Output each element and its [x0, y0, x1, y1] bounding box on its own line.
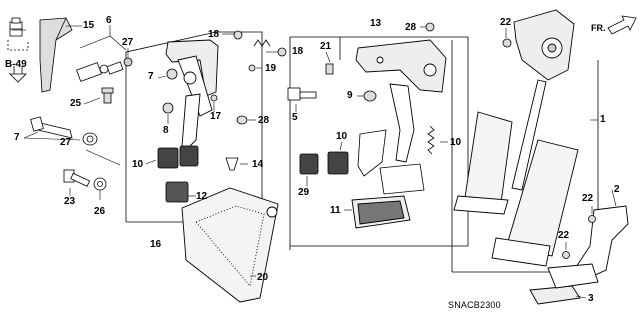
nuts-22-23 [502, 38, 596, 259]
accelerator-arm-1 [453, 79, 547, 215]
pedal-pad-rubber [157, 145, 199, 169]
clip-14 [225, 157, 239, 171]
part-number-24: 23 [64, 196, 76, 207]
bolt-25 [101, 87, 114, 104]
brake-pedal-bracket [165, 39, 219, 117]
bolt-24 [63, 169, 91, 187]
clutch-pedal-arm [389, 83, 415, 163]
leader-lines [12, 25, 617, 299]
part-number-4: 5 [292, 112, 298, 123]
part-number-12: 11 [330, 205, 341, 216]
nut-27-left [82, 132, 98, 146]
part-number-29: 29 [298, 187, 310, 198]
part-number-10-center: 10 [336, 131, 348, 142]
bolt-15-top [9, 17, 23, 37]
accelerator-unit-upper [513, 9, 575, 81]
reference-arrow [7, 40, 29, 83]
clutch-arm-lower [357, 129, 387, 177]
stop-switch-5 [76, 57, 133, 82]
cushion-7 [162, 68, 178, 114]
front-direction-label: FR. [591, 23, 606, 33]
part-number-1: 1 [600, 114, 606, 125]
part-number-10-left: 10 [132, 159, 144, 170]
part-number-23: 22 [500, 17, 512, 28]
part-number-27-lower: 27 [60, 137, 72, 148]
part-number-8: 9 [347, 90, 353, 101]
part-number-16: 16 [150, 239, 162, 250]
part-number-26: 26 [94, 206, 106, 217]
brake-pedal-arm [181, 93, 201, 149]
part-number-13: 13 [370, 18, 382, 29]
hardware-guide-line [85, 149, 121, 166]
spring-9 [427, 125, 435, 155]
part-number-3: 3 [588, 293, 594, 304]
part-number-14: 14 [252, 159, 264, 170]
part-number-2: 2 [614, 184, 620, 195]
part-number-21: 21 [320, 41, 332, 52]
clutch-pedal-assembly-frame [289, 36, 469, 250]
clutch-pedal-bracket [355, 39, 447, 93]
part-number-17: 17 [210, 111, 222, 122]
switch-6 [30, 116, 73, 139]
small-parts-17-18-19 [210, 30, 287, 125]
reference-b49: B-49 [5, 59, 27, 70]
part-number-22-lower: 22 [558, 230, 570, 241]
pedal-pads-10-29 [299, 151, 349, 175]
part-number-7-b: 8 [163, 125, 169, 136]
pad-3 [529, 263, 599, 305]
cushion-8 [363, 90, 377, 102]
part-number-25: 25 [70, 98, 82, 109]
nut-28-top [425, 22, 435, 32]
part-number-22-upper: 22 [582, 193, 594, 204]
part-number-7-a: 7 [148, 71, 154, 82]
part-number-11: 12 [196, 191, 208, 202]
bracket-2 [569, 205, 629, 283]
part-number-9: 10 [450, 137, 462, 148]
pedal-pad-12 [351, 195, 411, 229]
front-direction-arrow [607, 15, 637, 35]
pedal-cover-20 [181, 187, 279, 303]
part-number-5: 6 [106, 15, 112, 26]
accelerator-pedal-2 [491, 139, 579, 267]
part-number-19: 19 [265, 63, 277, 74]
bolt-21 [325, 63, 334, 75]
part-number-20: 20 [257, 272, 269, 283]
clutch-pad-plate [379, 163, 425, 195]
nut-26 [93, 177, 107, 191]
part-number-18-a: 18 [208, 29, 220, 40]
switch-4 [287, 87, 317, 101]
catalog-code: SNACB2300 [448, 300, 501, 310]
part-number-28-top: 28 [405, 22, 417, 33]
part-number-18-b: 18 [292, 46, 304, 57]
part-number-15-top: 15 [83, 20, 95, 31]
part-number-28-left: 28 [258, 115, 270, 126]
part-number-6: 7 [14, 132, 20, 143]
pedal-cover-15 [39, 17, 73, 93]
part-number-27-upper: 27 [122, 37, 134, 48]
accelerator-pedal-frame [451, 40, 599, 273]
pedal-pad-11 [165, 181, 189, 203]
